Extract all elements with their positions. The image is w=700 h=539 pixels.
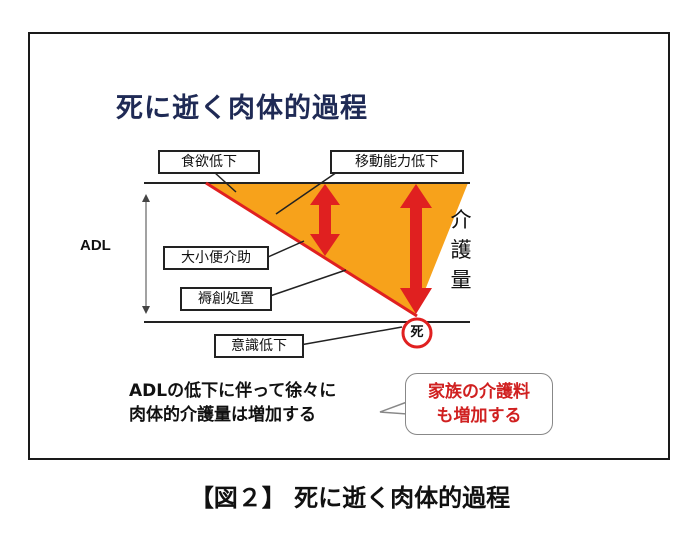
label-mobility-decline: 移動能力低下 — [330, 150, 464, 174]
bubble-line: も増加する — [436, 406, 522, 426]
decline-line — [205, 181, 418, 318]
death-circle — [401, 317, 433, 349]
leader-mobility — [275, 169, 341, 215]
figure-caption: 【図２】 死に逝く肉体的過程 — [189, 484, 511, 512]
adl-arrow-up-icon — [142, 194, 150, 202]
leader-toilet — [267, 240, 305, 258]
leader-consciousness — [299, 326, 403, 346]
family-care-bubble: 家族の介護料 も増加する — [405, 373, 553, 435]
label-bedsore-care: 褥創処置 — [180, 287, 272, 311]
bubble-tail — [379, 400, 408, 415]
care-area-triangle — [206, 183, 468, 315]
label-consciousness-decline: 意識低下 — [214, 334, 304, 358]
adl-arrow-down-icon — [142, 306, 150, 314]
caption-line: 肉体的介護量は増加する — [129, 405, 316, 425]
slide-title: 死に逝く肉体的過程 — [116, 93, 368, 124]
care-arrow-short — [310, 184, 340, 256]
label-toilet-assist: 大小便介助 — [163, 246, 269, 270]
leader-appetite — [213, 171, 237, 193]
care-amount-label: 介護量 — [450, 208, 472, 292]
care-arrow-long — [400, 184, 432, 314]
adl-label: ADL — [80, 237, 111, 254]
caption-line: ADLの低下に伴って徐々に — [129, 381, 337, 401]
death-label: 死 — [410, 325, 424, 340]
bubble-line: 家族の介護料 — [428, 382, 530, 402]
diagram-caption: ADLの低下に伴って徐々に 肉体的介護量は増加する — [129, 379, 336, 427]
leader-bedsore — [269, 269, 347, 297]
label-appetite-decline: 食欲低下 — [158, 150, 260, 174]
